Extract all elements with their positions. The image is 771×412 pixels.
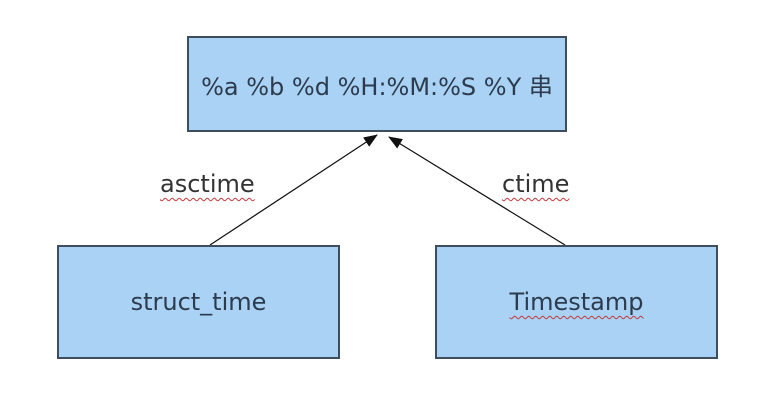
node-format-string-label: %a %b %d %H:%M:%S %Y 串 <box>201 72 553 101</box>
node-struct-time-label: struct_time <box>130 288 267 316</box>
edge-label-ctime-text: ctime <box>502 170 570 198</box>
node-struct-time: struct_time <box>57 245 340 359</box>
node-timestamp-label: Timestamp <box>509 288 644 316</box>
edge-label-ctime: ctime <box>502 170 569 198</box>
edge-label-asctime-text: asctime <box>160 170 255 198</box>
edge-label-asctime: asctime <box>160 170 255 198</box>
node-format-string: %a %b %d %H:%M:%S %Y 串 <box>187 36 567 132</box>
node-timestamp: Timestamp <box>435 245 718 359</box>
